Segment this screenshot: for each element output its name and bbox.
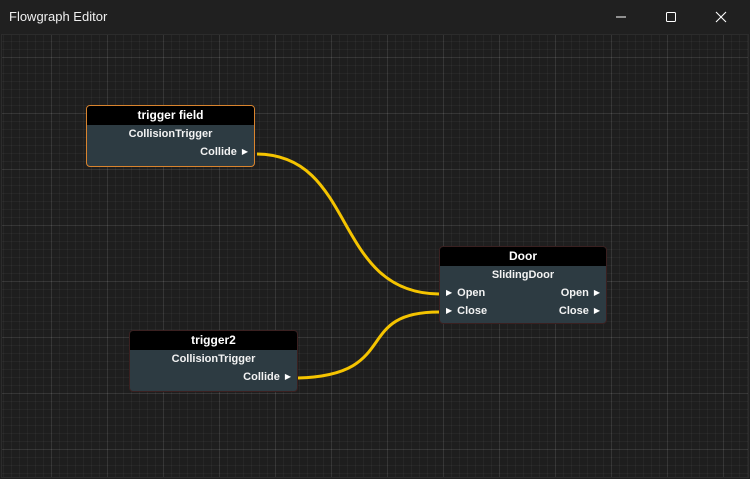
node-trigger-field[interactable]: trigger field CollisionTrigger Collide ▶ <box>86 105 255 167</box>
output-arrow-icon[interactable]: ▶ <box>284 372 291 381</box>
port-row-close: ▶ Close Close ▶ <box>440 302 606 320</box>
minimize-button[interactable] <box>598 0 644 34</box>
output-port-close[interactable]: Close ▶ <box>559 302 600 320</box>
node-trigger2[interactable]: trigger2 CollisionTrigger Collide ▶ <box>129 330 298 392</box>
output-arrow-icon[interactable]: ▶ <box>241 147 248 156</box>
wire-collide-to-open[interactable] <box>256 152 440 296</box>
node-type: SlidingDoor <box>491 269 555 281</box>
port-label: Collide <box>200 146 237 158</box>
close-button[interactable] <box>698 0 744 34</box>
output-port-collide[interactable]: Collide ▶ <box>130 368 297 386</box>
input-port-open[interactable]: ▶ Open <box>446 284 485 302</box>
port-label: Close <box>457 305 488 317</box>
node-title: trigger field <box>87 106 254 125</box>
node-title: trigger2 <box>130 331 297 350</box>
node-title: Door <box>440 247 606 266</box>
node-door[interactable]: Door SlidingDoor ▶ Open Open ▶ ▶ Close Clos… <box>439 246 607 324</box>
minimize-icon <box>616 16 626 18</box>
output-port-open[interactable]: Open ▶ <box>561 284 600 302</box>
connections-layer <box>256 152 440 380</box>
port-row-open: ▶ Open Open ▶ <box>440 284 606 302</box>
input-arrow-icon[interactable]: ▶ <box>446 306 453 315</box>
close-icon <box>715 11 727 23</box>
port-label: Open <box>457 287 486 299</box>
window-title: Flowgraph Editor <box>9 9 108 24</box>
input-port-close[interactable]: ▶ Close <box>446 302 487 320</box>
maximize-icon <box>666 12 676 22</box>
input-arrow-icon[interactable]: ▶ <box>446 288 453 297</box>
port-label: Collide <box>243 371 280 383</box>
graph-canvas[interactable]: trigger field CollisionTrigger Collide ▶ … <box>1 34 749 478</box>
node-type: CollisionTrigger <box>128 128 213 140</box>
output-arrow-icon[interactable]: ▶ <box>593 306 600 315</box>
wire-collide-to-close[interactable] <box>297 310 440 380</box>
node-type: CollisionTrigger <box>171 353 256 365</box>
output-port-collide[interactable]: Collide ▶ <box>87 143 254 161</box>
maximize-button[interactable] <box>648 0 694 34</box>
port-label: Close <box>558 305 589 317</box>
output-arrow-icon[interactable]: ▶ <box>593 288 600 297</box>
title-bar[interactable]: Flowgraph Editor <box>0 0 750 34</box>
port-label: Open <box>560 287 589 299</box>
